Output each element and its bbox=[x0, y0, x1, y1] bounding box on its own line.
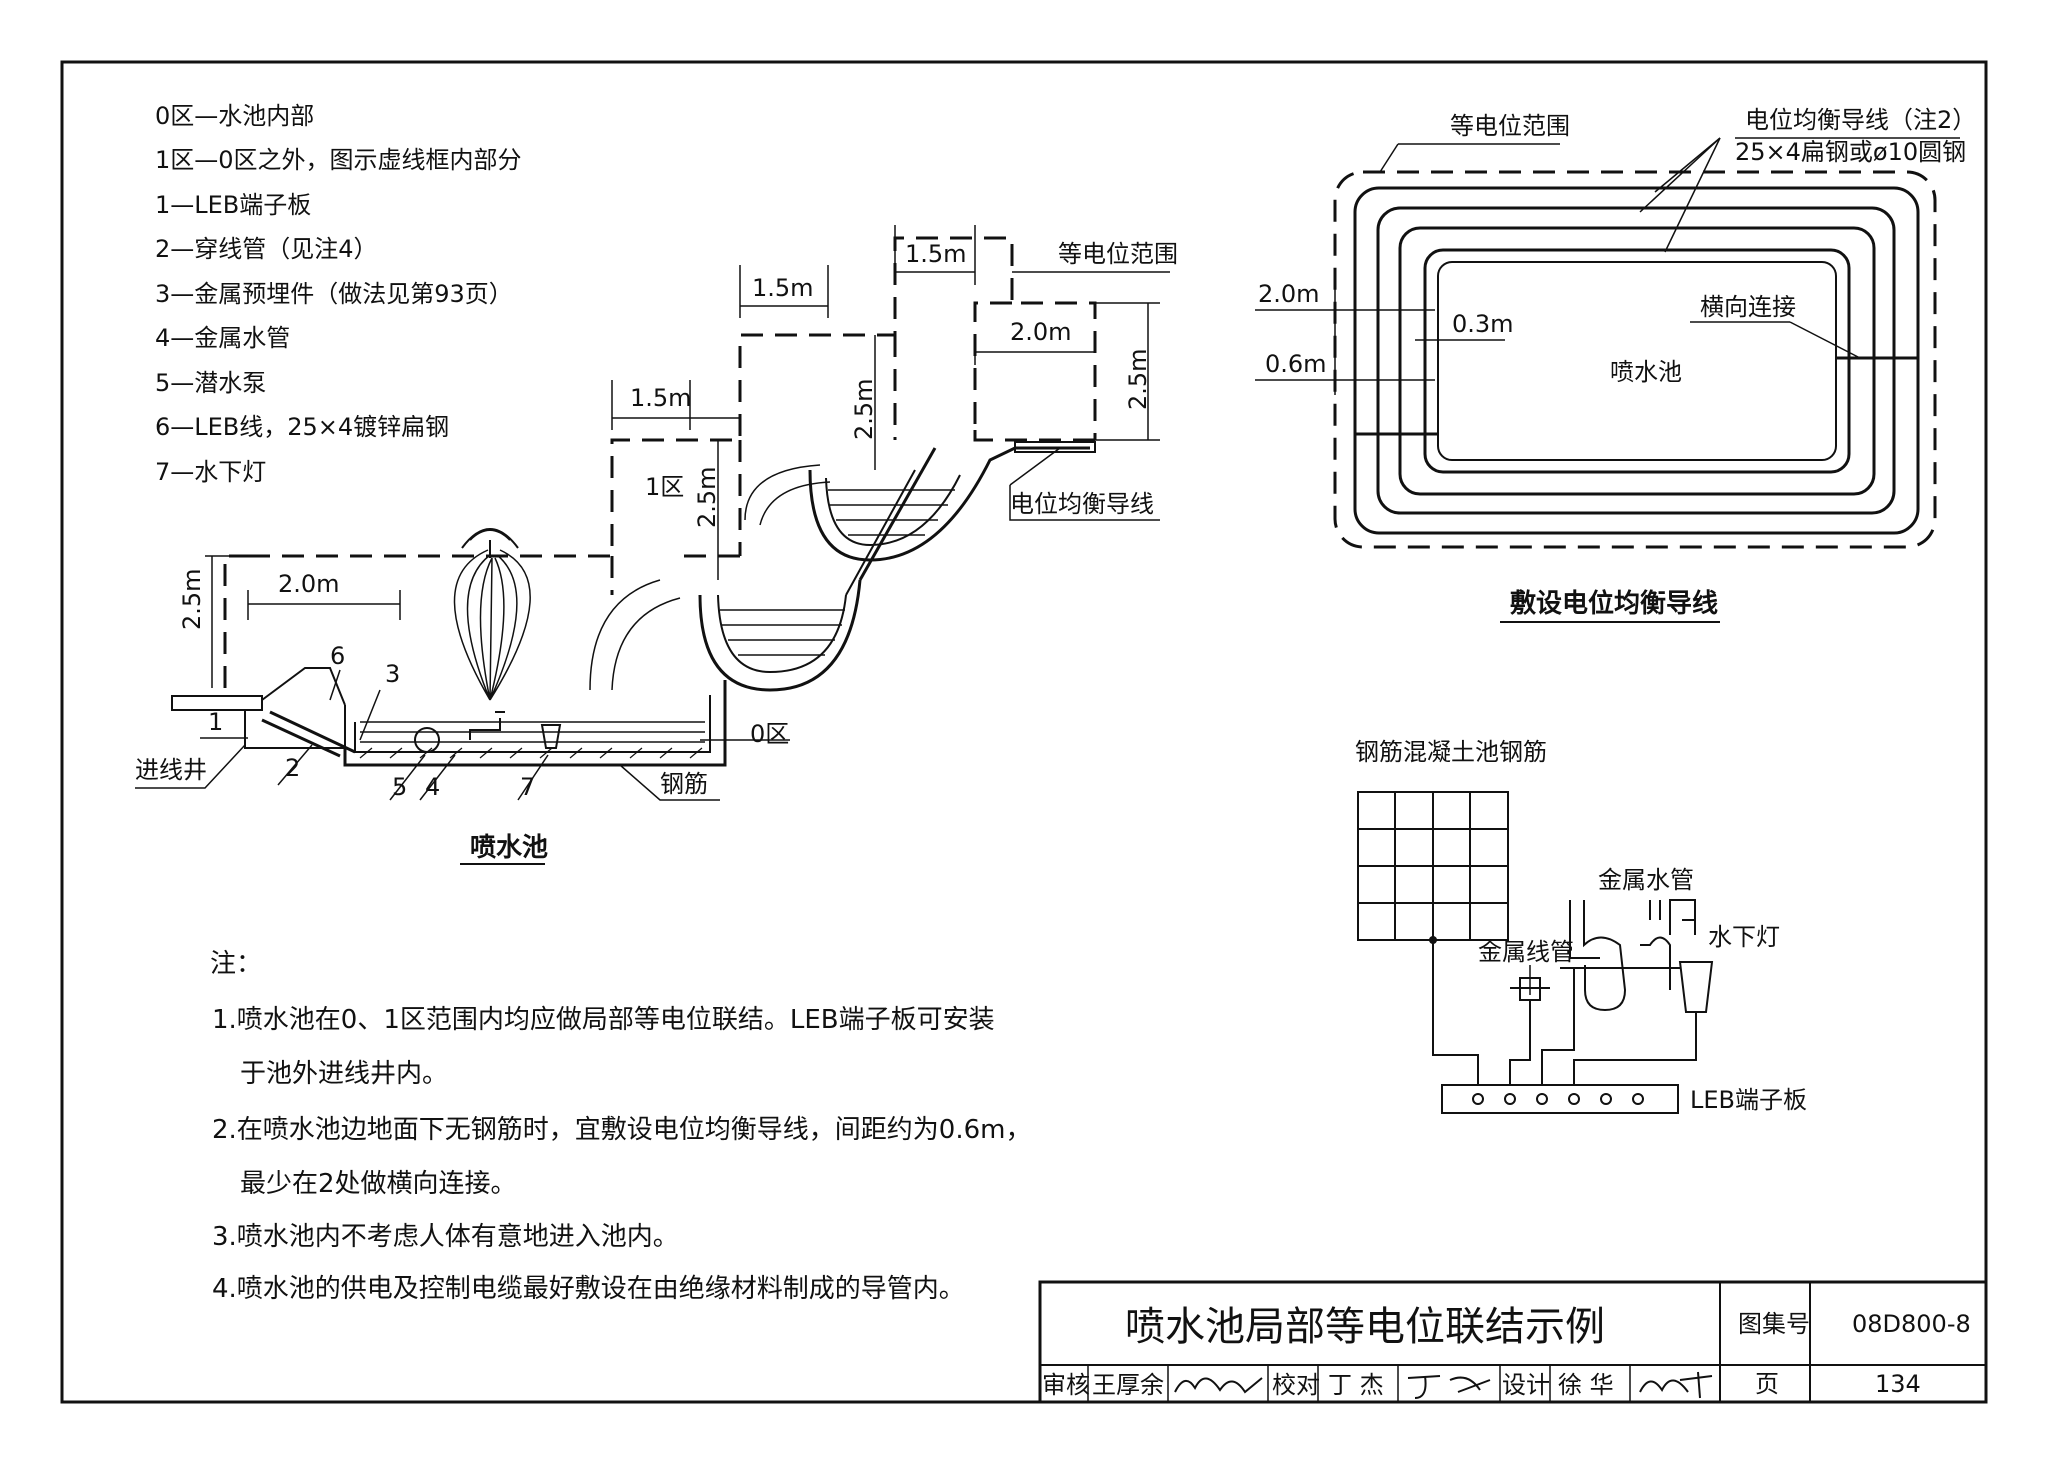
plan-pool bbox=[1423, 248, 1851, 474]
svg-text:1.5m: 1.5m bbox=[630, 384, 692, 412]
legend-item: 4—金属水管 bbox=[155, 324, 290, 352]
designer-signature bbox=[1639, 1371, 1713, 1399]
metal-water-pipe bbox=[1569, 900, 1671, 1012]
note-line: 1.喷水池在0、1区范围内均应做局部等电位联结。LEB端子板可安装 bbox=[212, 1005, 995, 1035]
page-label: 页 bbox=[1755, 1370, 1779, 1398]
pump bbox=[414, 727, 440, 753]
legend-item: 1—LEB端子板 bbox=[155, 191, 311, 219]
legend-item: 7—水下灯 bbox=[155, 458, 266, 486]
note-line: 于池外进线井内。 bbox=[240, 1059, 448, 1089]
cross-label: 横向连接 bbox=[1700, 293, 1796, 321]
middle-basin bbox=[698, 579, 862, 692]
upper-basin bbox=[808, 446, 1090, 562]
plan-title: 敷设电位均衡导线 bbox=[1510, 588, 1718, 619]
leb-terminal-bar bbox=[1441, 1084, 1679, 1114]
svg-text:2.0m: 2.0m bbox=[1010, 318, 1072, 346]
callout-6: 6 bbox=[330, 642, 345, 670]
svg-text:2.0m: 2.0m bbox=[1258, 280, 1320, 308]
ground-slab bbox=[171, 695, 263, 711]
svg-text:2.5m: 2.5m bbox=[850, 378, 878, 440]
conductor-spec: 25×4扁钢或ø10圆钢 bbox=[1735, 138, 1966, 166]
dimensions: 2.5m 2.0m 1.5m 2.5m 1区 1.5m 2.5m 1.5m bbox=[178, 225, 1160, 688]
notes: 注： 1.喷水池在0、1区范围内均应做局部等电位联结。LEB端子板可安装 于池外… bbox=[210, 949, 1031, 1304]
svg-text:0.3m: 0.3m bbox=[1452, 310, 1514, 338]
svg-text:0.6m: 0.6m bbox=[1265, 350, 1327, 378]
zone1-label: 1区 bbox=[645, 473, 684, 501]
legend-item: 1区—0区之外，图示虚线框内部分 bbox=[155, 146, 522, 174]
range-label: 等电位范围 bbox=[1058, 240, 1178, 268]
inlet-well bbox=[244, 705, 346, 749]
fountain-spray bbox=[453, 549, 531, 701]
conduit-label: 金属线管 bbox=[1478, 938, 1574, 966]
bonding-label: 电位均衡导线 bbox=[1010, 490, 1154, 518]
fountain-title: 喷水池 bbox=[470, 833, 548, 863]
svg-text:1.5m: 1.5m bbox=[905, 240, 967, 268]
legend-item: 2—穿线管（见注4） bbox=[155, 235, 378, 263]
svg-text:2.5m: 2.5m bbox=[1124, 348, 1152, 410]
fountain-section: 2.5m 2.0m 1.5m 2.5m 1区 1.5m 2.5m 1.5m bbox=[135, 225, 1178, 865]
designer-name: 徐 华 bbox=[1558, 1371, 1614, 1399]
sheet-title: 喷水池局部等电位联结示例 bbox=[1125, 1304, 1605, 1350]
lamp-label: 水下灯 bbox=[1708, 923, 1780, 951]
conductor-label: 电位均衡导线（注2） bbox=[1745, 106, 1976, 134]
callout-3: 3 bbox=[385, 660, 400, 688]
note-line: 3.喷水池内不考虑人体有意地进入池内。 bbox=[212, 1222, 679, 1252]
note-line: 2.在喷水池边地面下无钢筋时，宜敷设电位均衡导线，间距约为0.6m， bbox=[212, 1115, 1031, 1145]
svg-text:2.0m: 2.0m bbox=[278, 570, 340, 598]
notes-heading: 注： bbox=[210, 949, 262, 979]
legend: 0区—水池内部 1区—0区之外，图示虚线框内部分 1—LEB端子板 2—穿线管（… bbox=[155, 102, 522, 486]
reviewer-name: 王厚余 bbox=[1092, 1371, 1164, 1399]
check-label: 校对 bbox=[1272, 1371, 1320, 1399]
inlet-label: 进线井 bbox=[135, 756, 207, 784]
atlas-number: 08D800-8 bbox=[1852, 1310, 1971, 1338]
pipe-label: 金属水管 bbox=[1598, 866, 1694, 894]
leb-label: LEB端子板 bbox=[1690, 1086, 1807, 1114]
underwater-lamp bbox=[540, 724, 562, 749]
callout-1: 1 bbox=[208, 708, 223, 736]
atlas-label: 图集号 bbox=[1738, 1310, 1810, 1338]
svg-text:2.5m: 2.5m bbox=[693, 466, 721, 528]
rebar-grid-label: 钢筋混凝土池钢筋 bbox=[1355, 738, 1547, 766]
zone1-outline bbox=[223, 236, 1097, 688]
note-line: 最少在2处做横向连接。 bbox=[240, 1169, 517, 1199]
legend-item: 5—潜水泵 bbox=[155, 369, 266, 397]
plan-view: 等电位范围 电位均衡导线（注2） 25×4扁钢或ø10圆钢 横向连接 喷水池 2… bbox=[1255, 106, 1976, 623]
review-label: 审核 bbox=[1042, 1371, 1090, 1399]
checker-signature bbox=[1407, 1375, 1491, 1399]
lower-basin bbox=[343, 680, 727, 767]
plan-pool-label: 喷水池 bbox=[1610, 358, 1682, 386]
bonding-detail: 钢筋混凝土池钢筋 LEB端子板 金属线管 金属水管 bbox=[1355, 738, 1807, 1114]
checker-name: 丁 杰 bbox=[1328, 1371, 1384, 1399]
svg-text:1.5m: 1.5m bbox=[752, 274, 814, 302]
zone0-label: 0区 bbox=[750, 720, 789, 748]
legend-item: 3—金属预埋件（做法见第93页） bbox=[155, 280, 513, 308]
svg-text:2.5m: 2.5m bbox=[178, 568, 206, 630]
sheet-border bbox=[60, 60, 1988, 1404]
plan-range-label: 等电位范围 bbox=[1450, 112, 1570, 140]
rebar-label: 钢筋 bbox=[660, 770, 708, 798]
design-label: 设计 bbox=[1502, 1371, 1550, 1399]
page-number: 134 bbox=[1875, 1370, 1921, 1398]
rebar-grid bbox=[1357, 791, 1509, 941]
note-line: 4.喷水池的供电及控制电缆最好敷设在由绝缘材料制成的导管内。 bbox=[212, 1274, 965, 1304]
legend-item: 0区—水池内部 bbox=[155, 102, 314, 130]
reviewer-signature bbox=[1174, 1377, 1263, 1394]
title-block: 喷水池局部等电位联结示例 图集号 08D800-8 页 134 审核 王厚余 校… bbox=[1038, 1280, 1988, 1404]
legend-item: 6—LEB线，25×4镀锌扁钢 bbox=[155, 413, 449, 441]
underwater-lamp-detail bbox=[1678, 961, 1714, 1013]
plan-range-outline bbox=[1333, 170, 1937, 549]
